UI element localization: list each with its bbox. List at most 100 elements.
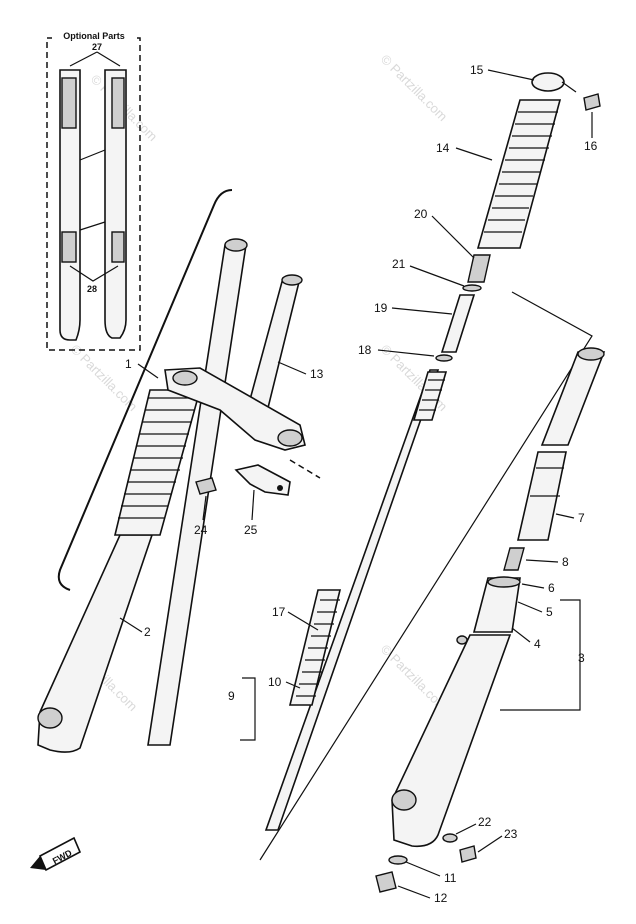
label-10: 10 <box>268 675 282 689</box>
under-bracket-left-clamp <box>172 370 198 386</box>
bracket-3 <box>500 599 581 711</box>
label-3: 3 <box>578 651 585 665</box>
leader-1 <box>137 363 159 379</box>
damper-rod <box>264 369 440 831</box>
leader-21 <box>409 265 465 287</box>
label-6: 6 <box>548 581 555 595</box>
left-axle-boss <box>37 707 63 729</box>
label-14: 14 <box>436 141 450 155</box>
spring-17-coils <box>296 599 340 697</box>
left-fork-assembly: 1 2 <box>37 238 248 753</box>
left-tube-cap <box>224 238 248 252</box>
under-bracket-right-clamp <box>277 429 303 447</box>
seal-6 <box>487 576 521 588</box>
bolt-16 <box>583 93 601 111</box>
leader-17 <box>287 611 319 631</box>
leader-28 <box>69 265 119 282</box>
left-fork-boot <box>113 389 202 536</box>
optional-spring-upper-left <box>61 77 77 129</box>
right-boot-ribs <box>484 111 558 233</box>
label-2: 2 <box>144 625 151 639</box>
label-4: 4 <box>534 637 541 651</box>
outer-tube-nub <box>456 635 468 645</box>
optional-parts-title: Optional Parts <box>63 31 125 41</box>
leader-15 <box>487 69 535 81</box>
seal-20 <box>467 254 491 283</box>
front-direction-icon: FWD <box>30 836 82 872</box>
outer-tube-3 <box>391 634 512 848</box>
left-outer-tube <box>37 534 154 753</box>
right-fork-assembly: 7 8 6 5 4 3 <box>391 347 606 848</box>
leader-18 <box>377 349 435 357</box>
leader-27 <box>69 51 121 67</box>
right-fork-boot <box>476 99 562 249</box>
optional-parts-border <box>46 37 141 351</box>
label-15: 15 <box>470 63 484 77</box>
right-assembly-bracket <box>259 291 593 861</box>
bottom-small-parts: 11 12 22 23 <box>375 815 518 905</box>
bracket-25-hole <box>277 485 283 491</box>
optional-bridge <box>79 149 106 231</box>
right-boot-body <box>476 99 562 249</box>
leader-23 <box>477 835 503 853</box>
optional-spring-lower-right <box>111 231 125 263</box>
leader-19 <box>391 307 453 315</box>
leader-22 <box>455 823 477 835</box>
label-16: 16 <box>584 139 598 153</box>
leader-24 <box>202 495 207 521</box>
label-11: 11 <box>444 871 457 885</box>
label-5: 5 <box>546 605 553 619</box>
optional-spring-upper-right <box>111 77 125 129</box>
label-7: 7 <box>578 511 585 525</box>
optional-parts-box: Optional Parts 27 28 <box>46 30 141 351</box>
label-18: 18 <box>358 343 372 357</box>
leader-14 <box>455 147 493 161</box>
outer-tube-axle-boss <box>391 789 417 811</box>
label-20: 20 <box>414 207 428 221</box>
label-22: 22 <box>478 815 492 829</box>
left-assembly-bracket <box>57 189 233 591</box>
inner-tube-cap <box>577 347 605 361</box>
leader-7 <box>555 513 575 519</box>
label-8: 8 <box>562 555 569 569</box>
leader-12 <box>397 885 431 899</box>
leader-4 <box>511 627 531 643</box>
steering-stem: 13 <box>164 274 324 479</box>
label-21: 21 <box>392 257 406 271</box>
label-9: 9 <box>228 689 235 703</box>
slide-metal-7-ribs <box>530 467 564 497</box>
steering-shaft-top <box>281 274 303 286</box>
label-23: 23 <box>504 827 518 841</box>
spring-upper <box>412 371 448 421</box>
washer-11 <box>388 855 408 865</box>
leader-25 <box>251 489 255 521</box>
leader-20 <box>431 215 475 259</box>
bolt-24 <box>195 477 217 495</box>
leader-8 <box>525 559 559 563</box>
leader-13 <box>277 361 307 375</box>
bracket-9 <box>240 677 256 741</box>
screw-23 <box>459 845 477 863</box>
left-boot-ribs <box>118 397 198 519</box>
damper-rod-assembly: 17 9 10 <box>228 369 448 831</box>
cap-15-tab <box>561 81 577 93</box>
front-arrow-tip <box>30 856 46 870</box>
cap-15 <box>531 72 565 92</box>
washer-18 <box>435 354 453 362</box>
optional-tube-left <box>59 69 81 341</box>
label-25: 25 <box>244 523 258 537</box>
spacer-19 <box>440 294 476 353</box>
bracket-25 <box>234 464 291 496</box>
cable-guide-parts: 24 25 <box>194 464 291 537</box>
label-27: 27 <box>92 42 102 52</box>
clip-21 <box>462 284 482 292</box>
leader-6 <box>521 583 545 589</box>
bolt-12 <box>375 871 397 893</box>
right-top-parts: 15 16 14 <box>436 63 601 249</box>
inner-tube-upper <box>540 351 606 446</box>
washer-22 <box>442 833 458 843</box>
collar-8 <box>503 547 525 571</box>
label-1: 1 <box>125 357 132 371</box>
spring-upper-coils <box>419 379 445 411</box>
